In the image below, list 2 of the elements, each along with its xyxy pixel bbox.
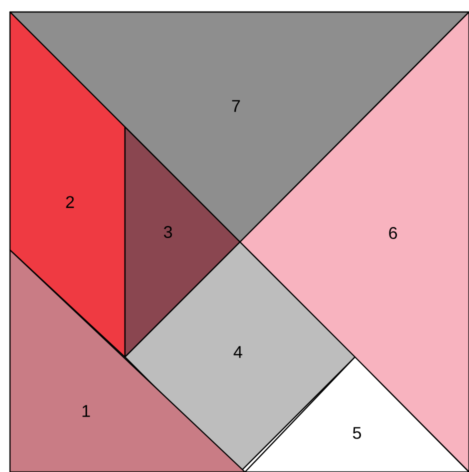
tangram-piece: 2 — [9, 11, 126, 358]
tangram-piece: 5 — [244, 356, 469, 472]
